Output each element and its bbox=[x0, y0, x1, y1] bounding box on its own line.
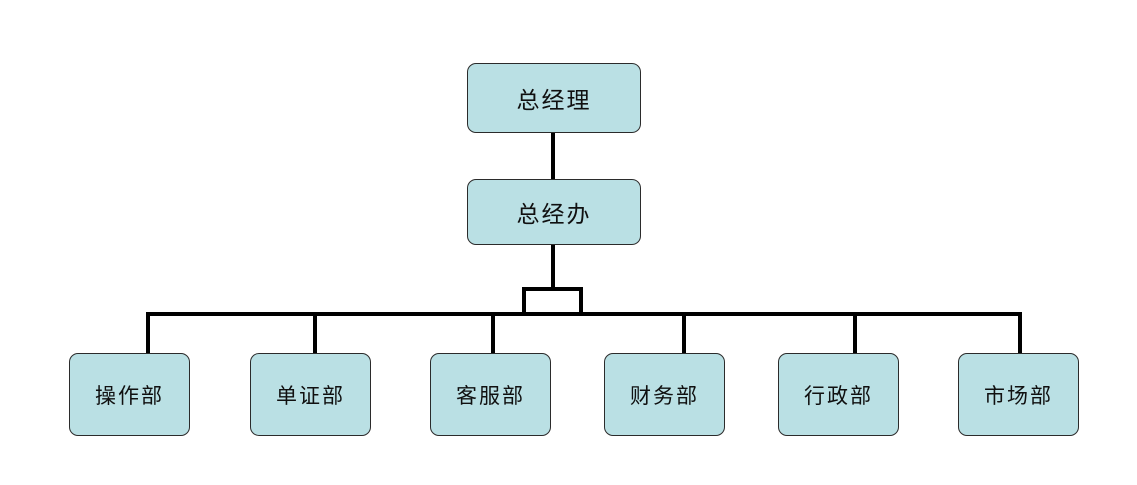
connector-drop-dept4 bbox=[682, 312, 686, 354]
node-documentation-department[interactable]: 单证部 bbox=[250, 353, 371, 436]
node-operations-department[interactable]: 操作部 bbox=[69, 353, 190, 436]
connector-loop-right bbox=[579, 287, 583, 315]
node-general-manager-office[interactable]: 总经办 bbox=[467, 179, 641, 245]
node-administration-department[interactable]: 行政部 bbox=[778, 353, 899, 436]
connector-horizontal-bus bbox=[146, 312, 1022, 316]
connector-drop-dept3 bbox=[491, 312, 495, 354]
node-customer-service-department[interactable]: 客服部 bbox=[430, 353, 551, 436]
connector-drop-dept6 bbox=[1018, 312, 1022, 354]
connector-gmo-stem bbox=[551, 245, 555, 289]
node-finance-department[interactable]: 财务部 bbox=[604, 353, 725, 436]
node-marketing-department[interactable]: 市场部 bbox=[958, 353, 1079, 436]
connector-drop-dept2 bbox=[313, 312, 317, 354]
node-general-manager[interactable]: 总经理 bbox=[467, 63, 641, 133]
connector-loop-top bbox=[522, 287, 583, 291]
connector-drop-dept1 bbox=[146, 312, 150, 354]
connector-loop-left bbox=[522, 287, 526, 315]
connector-gm-to-gmo bbox=[551, 133, 555, 180]
connector-drop-dept5 bbox=[853, 312, 857, 354]
